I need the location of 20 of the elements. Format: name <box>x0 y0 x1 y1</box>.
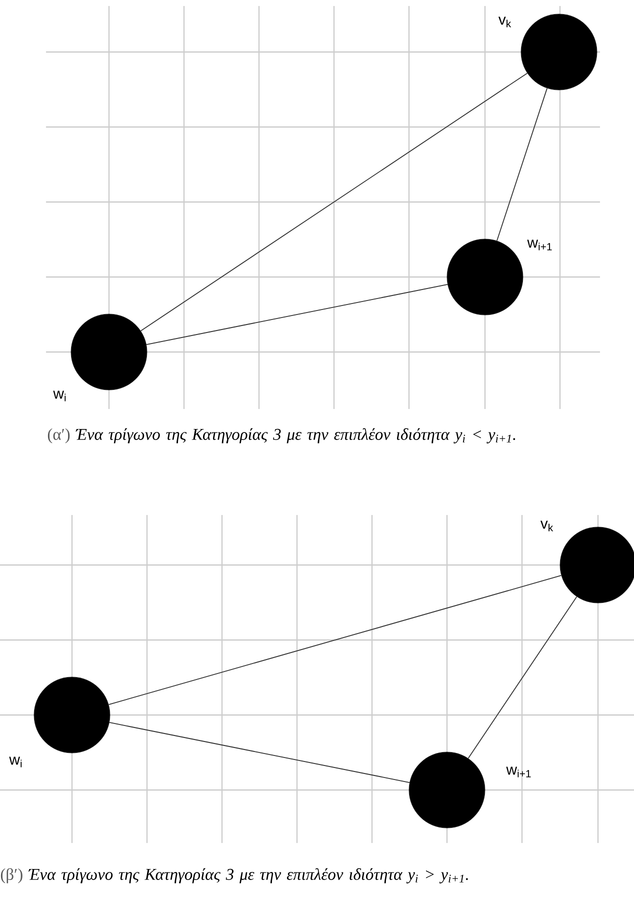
edge-line <box>468 596 578 759</box>
vertex-circle <box>34 676 110 754</box>
vertex-label: v$_{k}$ <box>498 16 512 28</box>
vertex-circle <box>70 314 148 390</box>
vertex-circle <box>560 526 634 604</box>
vertex-label: w$_{i+1}$ <box>506 766 531 778</box>
vertex-label: w$_{i}$ <box>9 756 22 768</box>
vertex-label: v$_{k}$ <box>540 520 554 532</box>
caption: (β′) Ένα τρίγωνο της Κατηγορίας 3 με την επιπλέον ιδιότητα y$_{i}$ > y$_{i+1}$. <box>0 868 468 884</box>
edge-line <box>140 72 528 332</box>
caption: (α′) Ένα τρίγωνο της Κατηγορίας 3 με την επιπλέον ιδιότητα y$_{i}$ < y$_{i+1}$. <box>48 428 516 444</box>
vertex-circle <box>446 238 524 316</box>
vertex-label: w$_{i}$ <box>53 390 66 402</box>
vertex-circle <box>408 752 486 828</box>
edge-line <box>146 284 448 345</box>
edge-line <box>109 722 410 783</box>
vertex-label: w$_{i+1}$ <box>527 240 552 250</box>
edge-line <box>108 575 562 705</box>
vertex-circle <box>520 14 598 90</box>
edge-line <box>496 88 548 242</box>
